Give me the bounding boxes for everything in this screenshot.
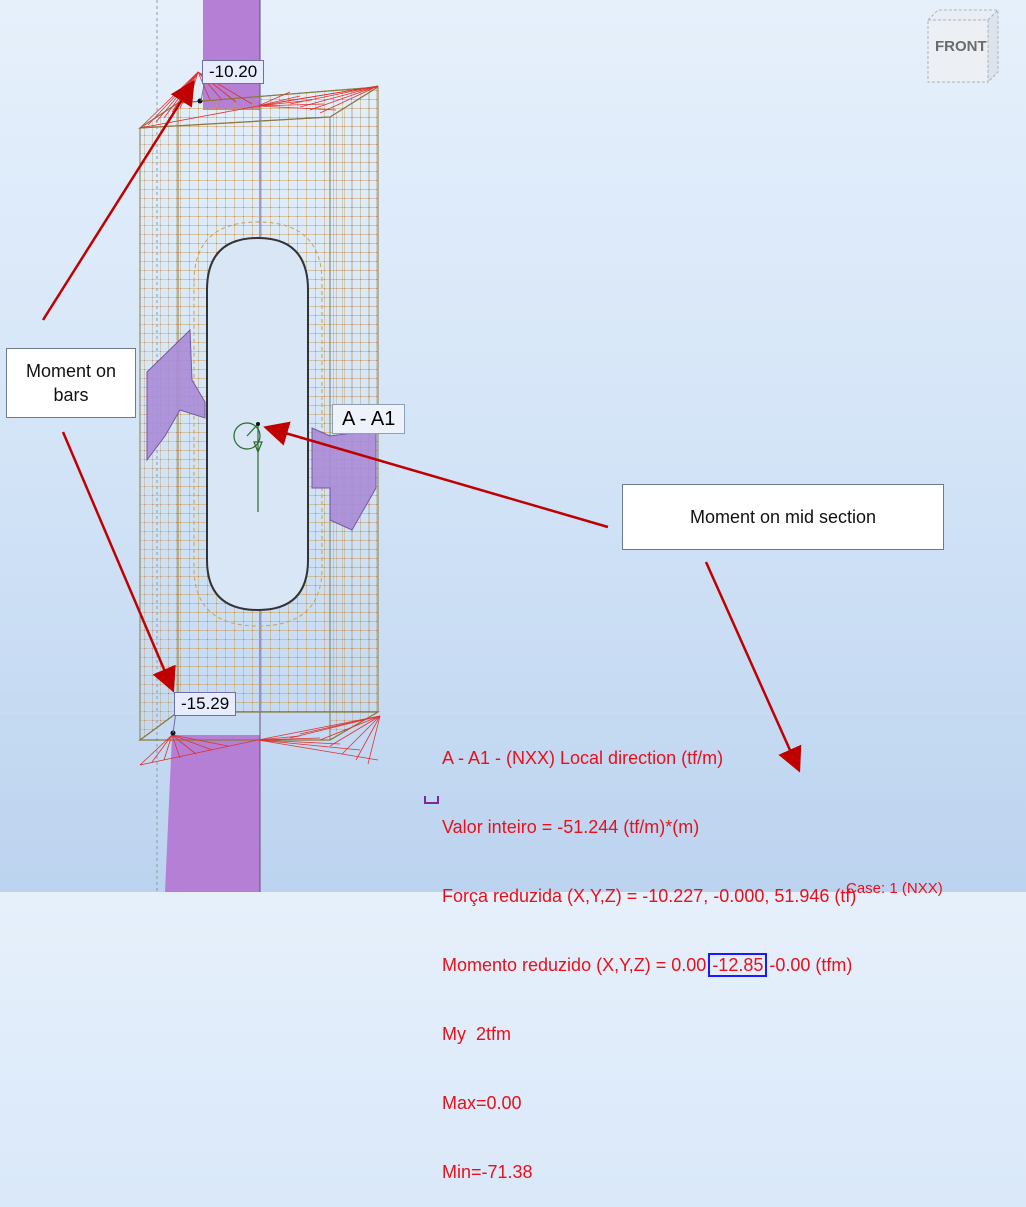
- moment-highlight: -12.85: [708, 953, 768, 977]
- result-line-1: A - A1 - (NXX) Local direction (tf/m): [442, 748, 724, 768]
- column-bar-bottom: [165, 735, 260, 892]
- mid-section-callout-text: Moment on mid section: [689, 506, 877, 527]
- moment-fan-bottom: [139, 715, 381, 766]
- results-readout: A - A1 - (NXX) Local direction (tf/m) Va…: [442, 701, 856, 1207]
- model-viewport[interactable]: [0, 0, 1026, 892]
- view-cube-face-label[interactable]: FRONT: [935, 38, 987, 55]
- result-line-5: My 2tfm: [442, 1024, 512, 1044]
- bars-callout-text: Moment on bars: [25, 361, 117, 405]
- result-line-3: Força reduzida (X,Y,Z) = -10.227, -0.000…: [442, 886, 857, 906]
- result-line-4: Momento reduzido (X,Y,Z) = 0.00-12.85-0.…: [442, 953, 856, 977]
- view-cube[interactable]: [922, 6, 1000, 84]
- section-name-tag: A - A1: [332, 404, 406, 434]
- result-line-2: Valor inteiro = -51.244 (tf/m)*(m): [442, 817, 700, 837]
- bottom-moment-tag: -15.29: [174, 692, 237, 716]
- bars-callout: Moment on bars: [6, 348, 136, 418]
- local-axis-icon: [233, 422, 263, 512]
- top-moment-tag: -10.20: [202, 60, 265, 84]
- moment-suffix: -0.00 (tfm): [769, 955, 853, 975]
- case-label: Case: 1 (NXX): [846, 880, 943, 897]
- result-line-7: Min=-71.38: [442, 1162, 533, 1182]
- moment-prefix: Momento reduzido (X,Y,Z) = 0.00: [442, 955, 707, 975]
- column-bar-top: [203, 0, 260, 110]
- result-line-6: Max=0.00: [442, 1093, 522, 1113]
- annotation-arrows: [41, 79, 802, 773]
- mid-section-callout: Moment on mid section: [622, 484, 944, 550]
- legend-marker-icon: [424, 796, 439, 804]
